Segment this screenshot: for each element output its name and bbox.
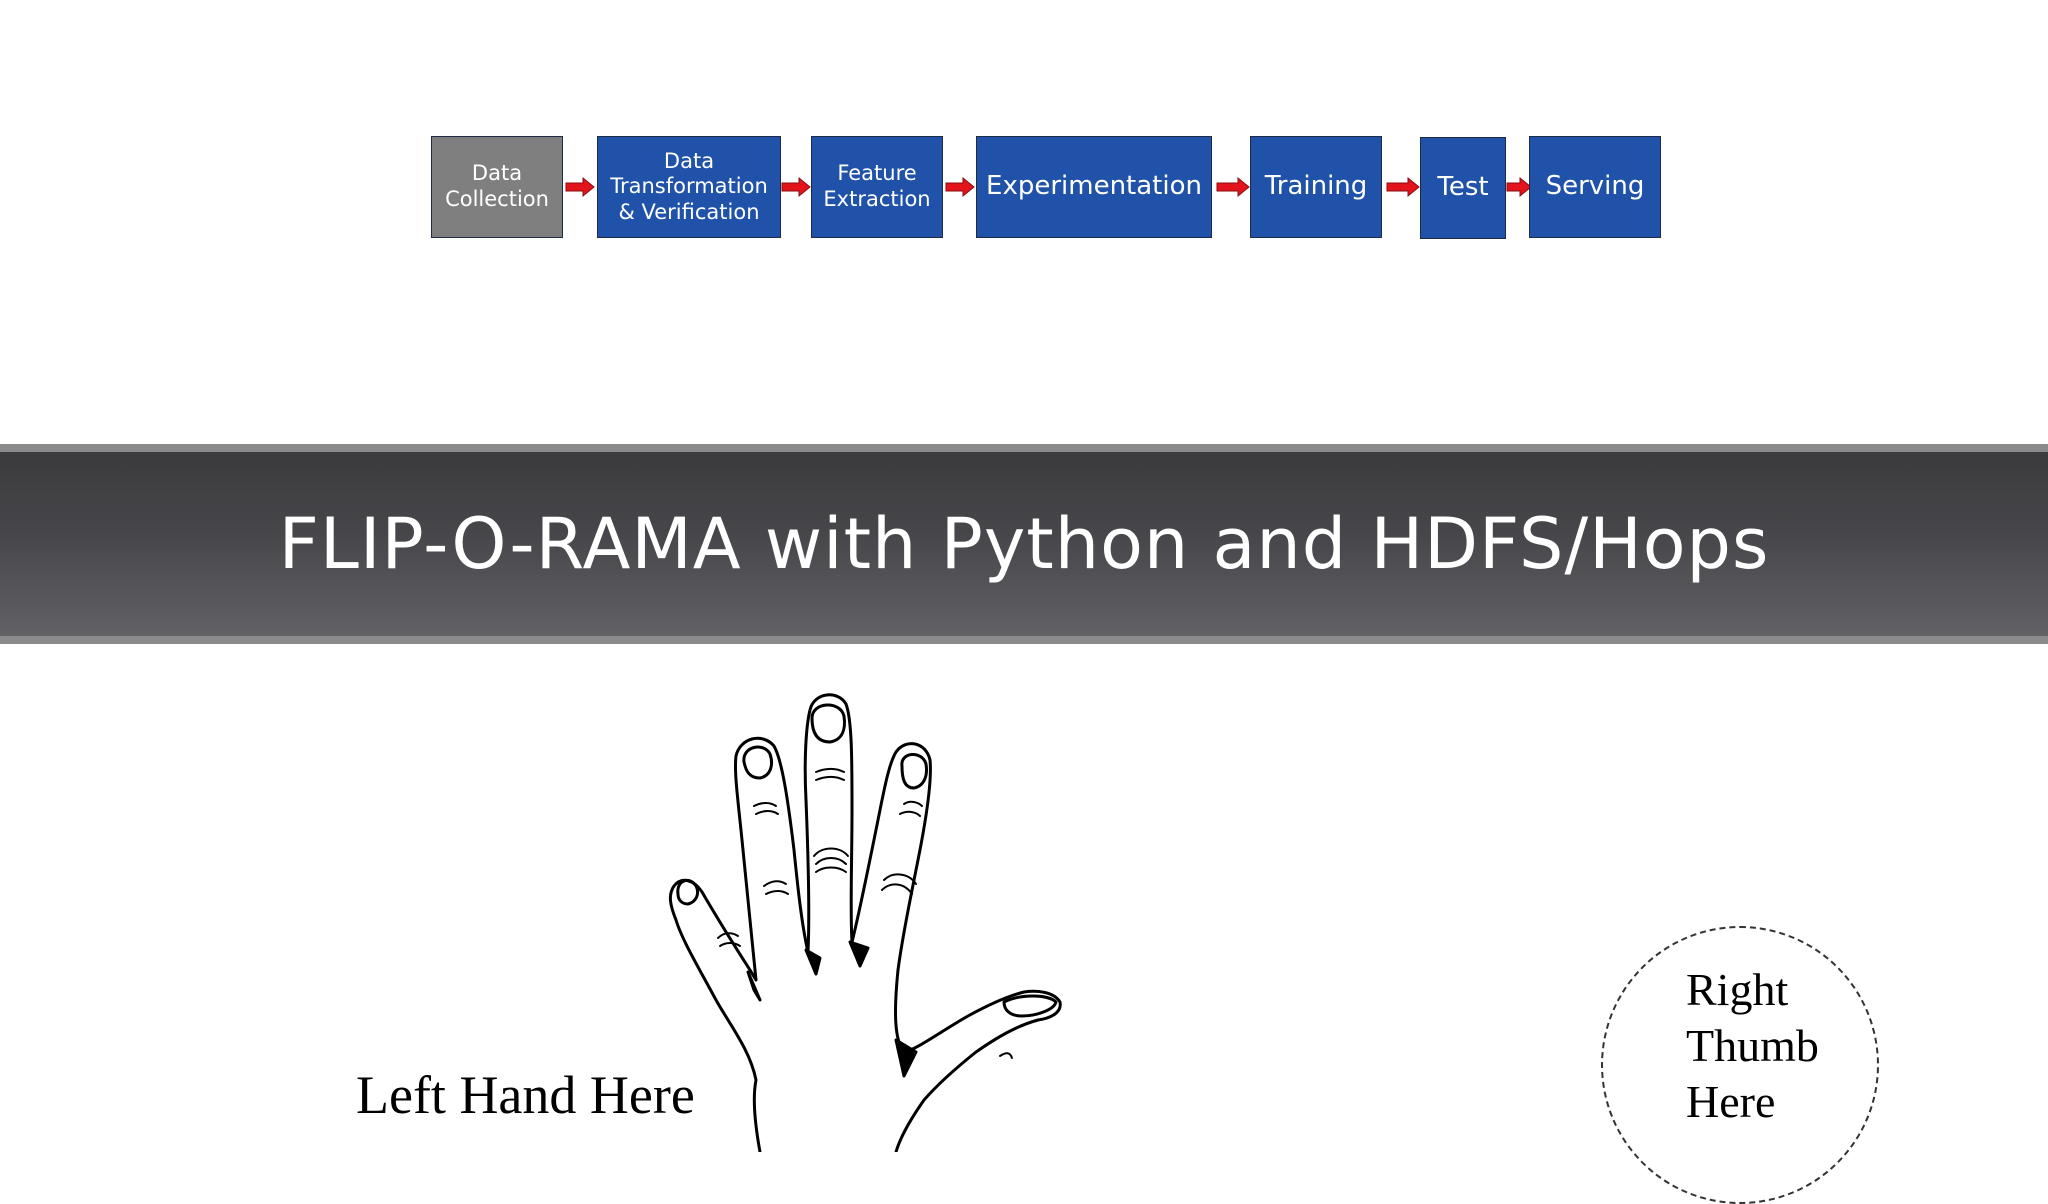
ml-pipeline-diagram: Data Collection Data Transformation & Ve… (0, 0, 2048, 300)
pipeline-step-experimentation: Experimentation (976, 136, 1212, 238)
pipeline-step-data-transformation: Data Transformation & Verification (597, 136, 781, 238)
arrow-icon (781, 176, 811, 198)
arrow-icon (1216, 176, 1250, 198)
pipeline-step-serving: Serving (1529, 136, 1661, 238)
slide-title: FLIP-O-RAMA with Python and HDFS/Hops (278, 503, 1770, 585)
left-hand-outline-icon (660, 680, 1180, 1154)
pipeline-step-test: Test (1420, 137, 1506, 239)
arrow-icon (1506, 176, 1532, 198)
pipeline-step-training: Training (1250, 136, 1382, 238)
arrow-icon (565, 176, 595, 198)
left-hand-label: Left Hand Here (356, 1065, 695, 1125)
pipeline-step-data-collection: Data Collection (431, 136, 563, 238)
title-banner-body: FLIP-O-RAMA with Python and HDFS/Hops (0, 452, 2048, 636)
arrow-icon (945, 176, 975, 198)
arrow-icon (1386, 176, 1420, 198)
title-banner: FLIP-O-RAMA with Python and HDFS/Hops (0, 444, 2048, 644)
pipeline-step-feature-extraction: Feature Extraction (811, 136, 943, 238)
right-thumb-label: Right Thumb Here (1686, 964, 1819, 1127)
